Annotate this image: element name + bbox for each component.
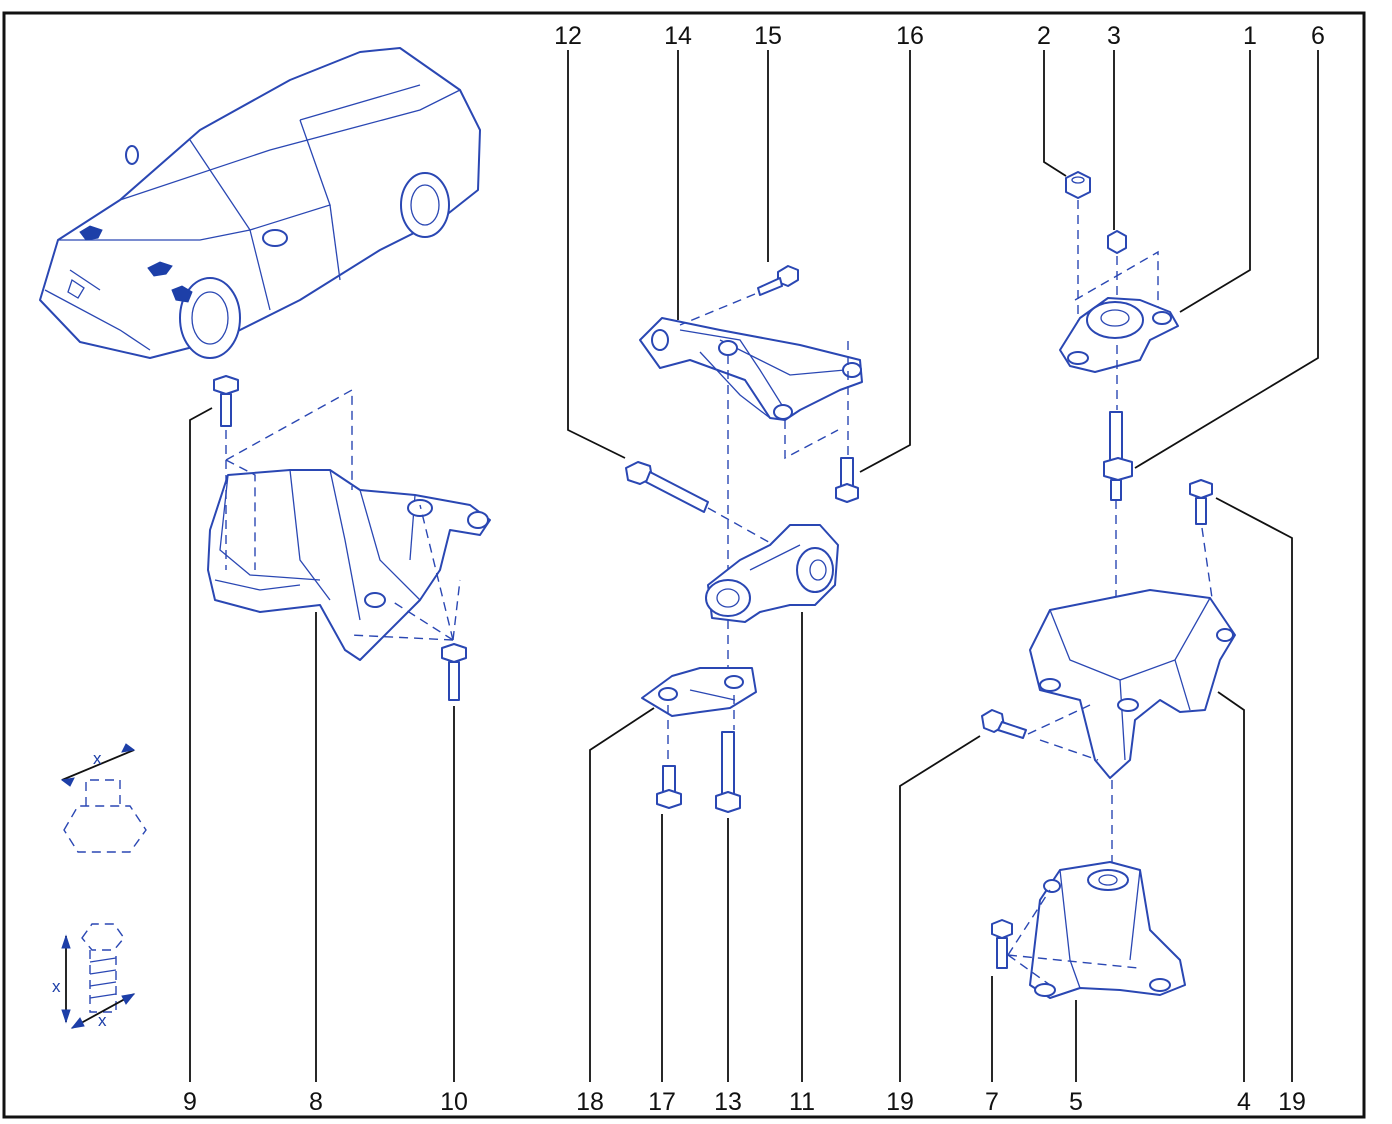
label-8: 8 bbox=[309, 1088, 323, 1116]
bolt-16 bbox=[835, 457, 859, 503]
bolt-19-lower bbox=[981, 709, 1027, 739]
label-2: 2 bbox=[1037, 22, 1051, 50]
bolt-13 bbox=[715, 731, 741, 813]
label-19-left: 19 bbox=[886, 1088, 914, 1116]
bolt-legend-symbol: x x bbox=[52, 923, 136, 1030]
upper-mount-1 bbox=[1059, 297, 1179, 373]
bracket-4 bbox=[1029, 589, 1236, 779]
label-19-right: 19 bbox=[1278, 1088, 1306, 1116]
label-18: 18 bbox=[576, 1088, 604, 1116]
bolt-9 bbox=[213, 375, 239, 427]
leader-lines bbox=[189, 50, 1319, 1082]
bolt-length-symbol: x bbox=[52, 977, 61, 996]
nut-2 bbox=[1065, 171, 1091, 199]
label-1: 1 bbox=[1243, 22, 1257, 50]
bolt-17 bbox=[656, 765, 682, 809]
label-5: 5 bbox=[1069, 1088, 1083, 1116]
label-9: 9 bbox=[183, 1088, 197, 1116]
label-16: 16 bbox=[896, 22, 924, 50]
bolt-12 bbox=[625, 461, 709, 513]
nut-size-symbol: x bbox=[93, 749, 102, 768]
upper-bracket-14 bbox=[639, 317, 863, 421]
top-labels: 12 14 15 16 2 3 1 6 bbox=[554, 22, 1325, 50]
nut-3 bbox=[1107, 230, 1127, 254]
label-3: 3 bbox=[1107, 22, 1121, 50]
label-6: 6 bbox=[1311, 22, 1325, 50]
nut-legend-symbol: x bbox=[60, 743, 147, 853]
plate-18 bbox=[641, 667, 757, 717]
left-engine-mount-part bbox=[207, 469, 491, 661]
label-13: 13 bbox=[714, 1088, 742, 1116]
bolt-19-upper bbox=[1189, 479, 1213, 525]
bolt-diameter-symbol: x bbox=[98, 1011, 107, 1030]
label-10: 10 bbox=[440, 1088, 468, 1116]
torque-rod-11 bbox=[705, 524, 839, 623]
label-4: 4 bbox=[1237, 1088, 1251, 1116]
bottom-labels: 9 8 10 18 17 13 11 19 7 5 4 19 bbox=[183, 1088, 1306, 1116]
label-17: 17 bbox=[648, 1088, 676, 1116]
label-7: 7 bbox=[985, 1088, 999, 1116]
bolt-7 bbox=[991, 919, 1013, 969]
label-14: 14 bbox=[664, 22, 692, 50]
label-11: 11 bbox=[789, 1088, 815, 1116]
lower-bracket-5 bbox=[1029, 861, 1186, 999]
label-12: 12 bbox=[554, 22, 582, 50]
bolt-15 bbox=[757, 265, 799, 296]
car-illustration bbox=[39, 47, 481, 359]
stud-6 bbox=[1103, 411, 1133, 501]
bolt-10 bbox=[441, 643, 467, 701]
label-15: 15 bbox=[754, 22, 782, 50]
